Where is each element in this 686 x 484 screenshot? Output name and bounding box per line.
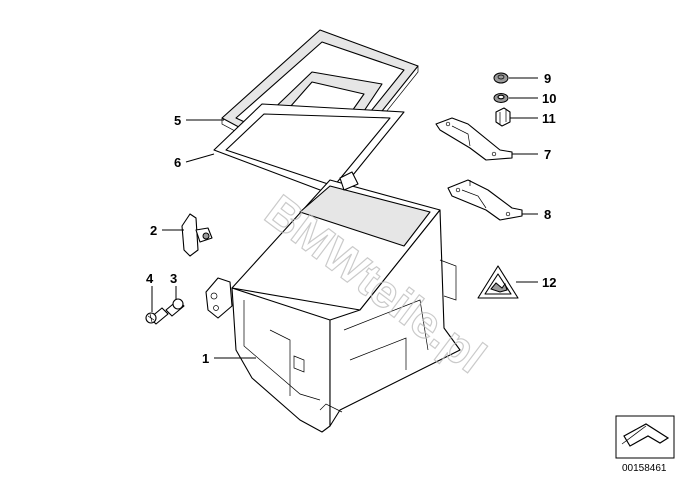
callout-7: 7 [544, 147, 551, 162]
part-10-washer[interactable] [493, 93, 509, 103]
callout-labels: 5 6 2 4 3 1 9 10 11 7 8 12 [146, 71, 556, 366]
part-9-nut[interactable] [493, 72, 509, 84]
part-11-clip-nut[interactable] [495, 107, 511, 127]
part-8-bracket[interactable] [447, 179, 523, 221]
leader-lines [151, 77, 538, 359]
callout-12: 12 [542, 275, 556, 290]
callout-3: 3 [170, 271, 177, 286]
part-1-console-housing[interactable] [231, 171, 461, 433]
callout-4: 4 [146, 271, 154, 286]
part-7-bracket[interactable] [435, 117, 513, 161]
callout-6: 6 [174, 155, 181, 170]
view-arrow-icon [615, 415, 675, 459]
callout-11: 11 [542, 111, 556, 126]
part-12-warning-label[interactable] [477, 265, 519, 299]
part-2-clip[interactable] [181, 213, 213, 257]
callout-9: 9 [544, 71, 551, 86]
callout-8: 8 [544, 207, 551, 222]
callout-1: 1 [202, 351, 209, 366]
callout-2: 2 [150, 223, 157, 238]
part-3-screw[interactable] [165, 298, 185, 317]
housing-side-clip [205, 277, 233, 319]
callout-10: 10 [542, 91, 556, 106]
document-number: 00158461 [622, 463, 667, 474]
part-6-gasket[interactable] [213, 103, 405, 197]
callout-5: 5 [174, 113, 181, 128]
part-4-screw[interactable] [145, 307, 169, 325]
